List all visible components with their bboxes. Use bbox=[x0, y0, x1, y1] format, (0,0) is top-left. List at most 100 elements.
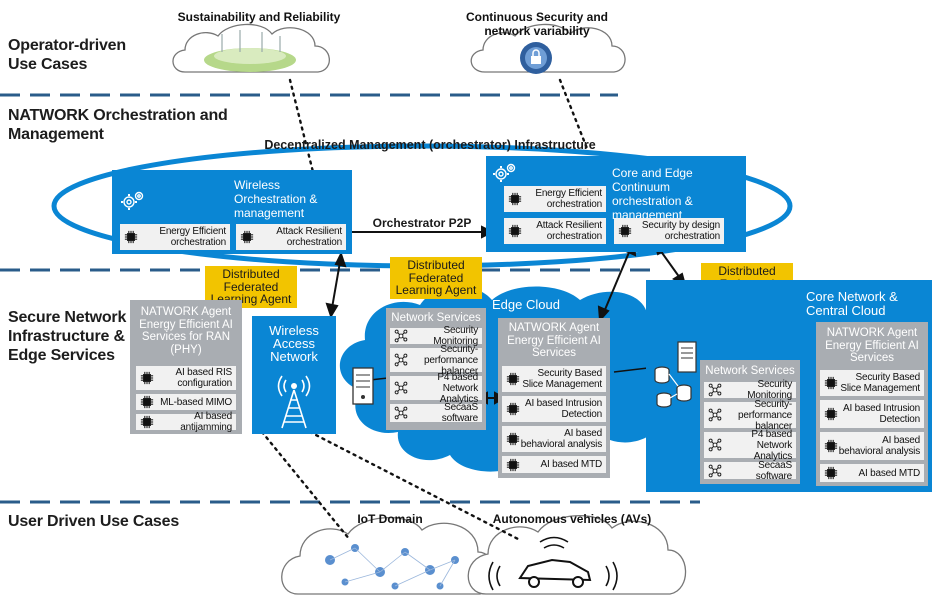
chip-label: AI based Intrusion Detection bbox=[524, 398, 602, 420]
chip-icon bbox=[123, 230, 138, 245]
av-cloud-shape bbox=[467, 515, 687, 595]
chip-label: Security Monitoring bbox=[433, 325, 478, 347]
ran-ris-chip: AI based RIS configuration bbox=[136, 366, 236, 390]
chip-icon bbox=[507, 192, 522, 207]
chip-icon bbox=[823, 439, 838, 454]
chip-label: AI based Intrusion Detection bbox=[842, 403, 920, 425]
chip-label: Security Monitoring bbox=[747, 379, 792, 401]
chip-label: ML-based MIMO bbox=[160, 396, 232, 408]
chip-icon bbox=[139, 395, 154, 410]
sustainability-cloud-shape bbox=[172, 23, 330, 73]
network-nodes-icon bbox=[393, 381, 408, 396]
decentralized-management-label: Decentralized Management (orchestrator) … bbox=[264, 138, 596, 152]
chip-icon bbox=[139, 415, 154, 430]
edge-agent-title: NATWORK Agent Energy Efficient AI Servic… bbox=[507, 322, 601, 359]
core-services-title: Network Services bbox=[705, 365, 795, 377]
chip-label: Attack Resilient orchestration bbox=[276, 226, 342, 248]
network-nodes-icon bbox=[707, 408, 722, 423]
core-attack-resilient-chip: Attack Resilient orchestration bbox=[504, 218, 606, 244]
chip-icon bbox=[617, 224, 632, 239]
ran-mimo-chip: ML-based MIMO bbox=[136, 394, 236, 410]
network-nodes-icon bbox=[707, 463, 722, 478]
wireless-orchestration-title: Wireless Orchestration & management bbox=[234, 178, 318, 220]
wireless-attack-resilient-chip: Attack Resilient orchestration bbox=[236, 224, 346, 250]
core-security-by-design-chip: Security by design orchestration bbox=[614, 218, 724, 244]
core-agent-mtd: AI based MTD bbox=[820, 464, 924, 482]
core-service-balancer: Security-performance balancer bbox=[704, 399, 796, 432]
section-secure-infrastructure: Secure Network Infrastructure & Edge Ser… bbox=[8, 309, 127, 364]
edge-agent-intrusion-detection: AI based Intrusion Detection bbox=[502, 396, 606, 422]
section-operator-use-cases: Operator-driven Use Cases bbox=[8, 37, 126, 73]
edge-cloud-label: Edge Cloud bbox=[492, 297, 560, 312]
chip-label: AI based MTD bbox=[540, 459, 602, 470]
chip-icon bbox=[507, 224, 522, 239]
edge-service-p4-analytics: P4 based Network Analytics bbox=[390, 372, 482, 405]
network-nodes-icon bbox=[707, 438, 722, 453]
ran-agent-title: NATWORK Agent Energy Efficient AI Servic… bbox=[139, 306, 233, 356]
edge-agent-box: NATWORK Agent Energy Efficient AI Servic… bbox=[498, 318, 610, 478]
iot-cloud-label: IoT Domain bbox=[357, 512, 423, 526]
core-network-services-box: Network Services Security Monitoring Sec… bbox=[700, 360, 800, 484]
sustainability-cloud-label: Sustainability and Reliability bbox=[177, 10, 341, 24]
chip-label: P4 based Network Analytics bbox=[751, 428, 792, 462]
chip-label: Security-performance balancer bbox=[738, 398, 792, 432]
cell-tower-icon bbox=[277, 375, 311, 429]
core-agent-box: NATWORK Agent Energy Efficient AI Servic… bbox=[816, 322, 928, 486]
chip-label: Security Based Slice Management bbox=[522, 368, 602, 390]
chip-label: AI based behavioral analysis bbox=[838, 435, 920, 457]
edge-service-security-monitoring: Security Monitoring bbox=[390, 325, 482, 347]
core-energy-efficient-chip: Energy Efficient orchestration bbox=[504, 186, 606, 212]
core-service-security-monitoring: Security Monitoring bbox=[704, 379, 796, 401]
core-agent-slice-management: Security Based Slice Management bbox=[820, 370, 924, 396]
chip-label: Security-performance balancer bbox=[424, 343, 478, 377]
chip-icon bbox=[505, 432, 520, 447]
ran-antijamming-chip: AI based antijamming bbox=[136, 411, 236, 433]
core-edge-orchestration-panel: Core and Edge Continuum orchestration & … bbox=[486, 156, 746, 252]
core-edge-orchestration-title: Core and Edge Continuum orchestration & … bbox=[612, 166, 693, 222]
chip-icon bbox=[505, 402, 520, 417]
edge-agent-mtd: AI based MTD bbox=[502, 456, 606, 473]
server-icon bbox=[352, 367, 374, 405]
chip-label: Energy Efficient orchestration bbox=[535, 188, 602, 210]
chip-icon bbox=[239, 230, 254, 245]
network-nodes-icon bbox=[707, 383, 722, 398]
chip-label: P4 based Network Analytics bbox=[437, 371, 478, 405]
edge-service-balancer: Security-performance balancer bbox=[390, 344, 482, 377]
chip-icon bbox=[823, 466, 838, 481]
ran-agent-box: NATWORK Agent Energy Efficient AI Servic… bbox=[130, 300, 242, 434]
section-user-use-cases: User Driven Use Cases bbox=[8, 513, 180, 530]
chip-label: AI based antijamming bbox=[180, 411, 232, 433]
edge-service-secaas: SecaaS software bbox=[390, 402, 482, 424]
chip-label: Security Based Slice Management bbox=[840, 372, 920, 394]
chip-label: SecaaS software bbox=[755, 459, 792, 482]
av-cloud-label: Autonomous vehicles (AVs) bbox=[492, 512, 652, 526]
edge-agent-behavioral-analysis: AI based behavioral analysis bbox=[502, 426, 606, 452]
security-cloud-label: Continuous Security and network variabil… bbox=[465, 10, 608, 38]
network-nodes-icon bbox=[393, 406, 408, 421]
security-cloud-shape bbox=[470, 23, 626, 74]
chip-label: Attack Resilient orchestration bbox=[536, 220, 602, 242]
gears-icon bbox=[121, 191, 144, 210]
edge-network-services-box: Network Services Security Monitoring Sec… bbox=[386, 308, 486, 430]
chip-icon bbox=[505, 372, 520, 387]
wireless-access-network-panel: Wireless Access Network bbox=[252, 316, 336, 434]
gears-icon bbox=[493, 163, 516, 182]
wireless-orchestration-panel: Wireless Orchestration & management Ener… bbox=[112, 170, 352, 254]
core-agent-behavioral-analysis: AI based behavioral analysis bbox=[820, 432, 924, 460]
network-nodes-icon bbox=[393, 353, 408, 368]
core-service-secaas: SecaaS software bbox=[704, 459, 796, 482]
core-service-p4-analytics: P4 based Network Analytics bbox=[704, 429, 796, 462]
core-agent-title: NATWORK Agent Energy Efficient AI Servic… bbox=[825, 327, 919, 364]
core-network-label: Core Network & Central Cloud bbox=[806, 289, 898, 318]
chip-label: AI based behavioral analysis bbox=[520, 428, 602, 450]
wan-title: Wireless Access Network bbox=[269, 323, 319, 364]
chip-icon bbox=[823, 407, 838, 422]
iot-cloud-shape bbox=[281, 517, 495, 595]
chip-label: Energy Efficient orchestration bbox=[159, 226, 226, 248]
chip-label: Security by design orchestration bbox=[641, 220, 720, 242]
network-nodes-icon bbox=[393, 329, 408, 344]
chip-label: AI based RIS configuration bbox=[175, 367, 232, 389]
chip-icon bbox=[823, 376, 838, 391]
chip-icon bbox=[139, 371, 154, 386]
edge-agent-slice-management: Security Based Slice Management bbox=[502, 366, 606, 392]
